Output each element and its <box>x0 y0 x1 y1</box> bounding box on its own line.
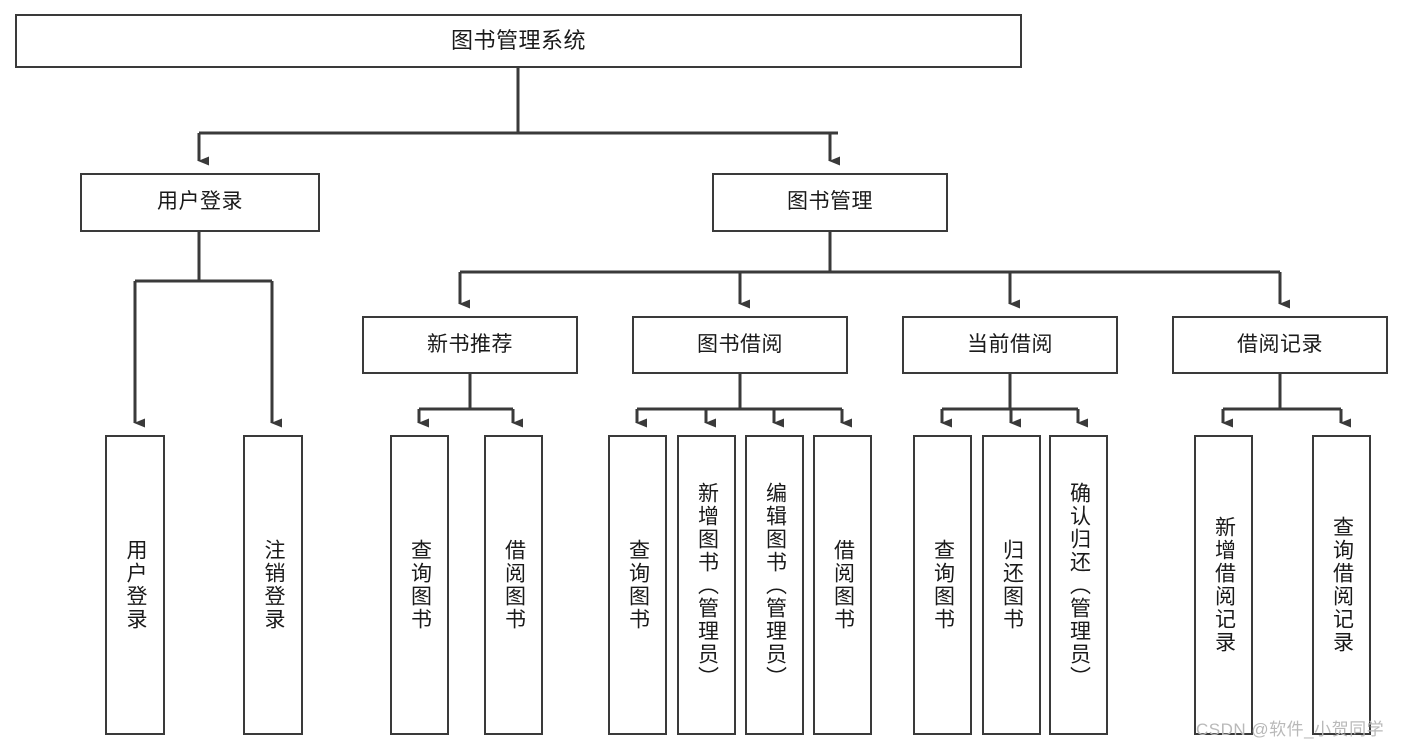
leaf-user-login[interactable]: 用户登录 <box>105 435 165 735</box>
node-borrow-record-label: 借阅记录 <box>1237 332 1323 356</box>
leaf-user-logout-label: 注销登录 <box>262 539 286 631</box>
node-user-login[interactable]: 用户登录 <box>80 173 320 232</box>
leaf-add-book-label: 新增图书（管理员） <box>695 481 719 689</box>
leaf-return-book[interactable]: 归还图书 <box>982 435 1041 735</box>
leaf-borrow-book-1-label: 借阅图书 <box>502 539 526 631</box>
leaf-edit-book[interactable]: 编辑图书（管理员） <box>745 435 804 735</box>
leaf-query-borrow-record-label: 查询借阅记录 <box>1330 516 1354 654</box>
node-current-borrow[interactable]: 当前借阅 <box>902 316 1118 374</box>
leaf-query-book-1[interactable]: 查询图书 <box>390 435 449 735</box>
leaf-query-borrow-record[interactable]: 查询借阅记录 <box>1312 435 1371 735</box>
leaf-query-book-3[interactable]: 查询图书 <box>913 435 972 735</box>
node-book-manage-label: 图书管理 <box>787 190 873 214</box>
node-book-borrow-label: 图书借阅 <box>697 332 783 356</box>
node-new-book-recommend[interactable]: 新书推荐 <box>362 316 578 374</box>
leaf-borrow-book-2-label: 借阅图书 <box>831 539 855 631</box>
leaf-borrow-book-2[interactable]: 借阅图书 <box>813 435 872 735</box>
leaf-add-book[interactable]: 新增图书（管理员） <box>677 435 736 735</box>
leaf-add-borrow-record[interactable]: 新增借阅记录 <box>1194 435 1253 735</box>
leaf-user-logout[interactable]: 注销登录 <box>243 435 303 735</box>
node-root[interactable]: 图书管理系统 <box>15 14 1022 68</box>
node-borrow-record[interactable]: 借阅记录 <box>1172 316 1388 374</box>
leaf-return-book-label: 归还图书 <box>1000 539 1024 631</box>
leaf-query-book-1-label: 查询图书 <box>408 539 432 631</box>
node-book-manage[interactable]: 图书管理 <box>712 173 948 232</box>
node-current-borrow-label: 当前借阅 <box>967 332 1053 356</box>
leaf-confirm-return[interactable]: 确认归还（管理员） <box>1049 435 1108 735</box>
node-root-label: 图书管理系统 <box>450 28 586 54</box>
leaf-borrow-book-1[interactable]: 借阅图书 <box>484 435 543 735</box>
leaf-query-book-2-label: 查询图书 <box>626 539 650 631</box>
node-new-book-recommend-label: 新书推荐 <box>427 332 513 356</box>
leaf-query-book-3-label: 查询图书 <box>931 539 955 631</box>
leaf-edit-book-label: 编辑图书（管理员） <box>763 481 787 689</box>
leaf-query-book-2[interactable]: 查询图书 <box>608 435 667 735</box>
leaf-user-login-label: 用户登录 <box>124 539 148 631</box>
csdn-watermark: CSDN @软件_小贺同学 <box>1196 720 1385 739</box>
node-user-login-label: 用户登录 <box>157 190 243 214</box>
leaf-confirm-return-label: 确认归还（管理员） <box>1067 481 1091 689</box>
leaf-add-borrow-record-label: 新增借阅记录 <box>1212 516 1236 654</box>
node-book-borrow[interactable]: 图书借阅 <box>632 316 848 374</box>
